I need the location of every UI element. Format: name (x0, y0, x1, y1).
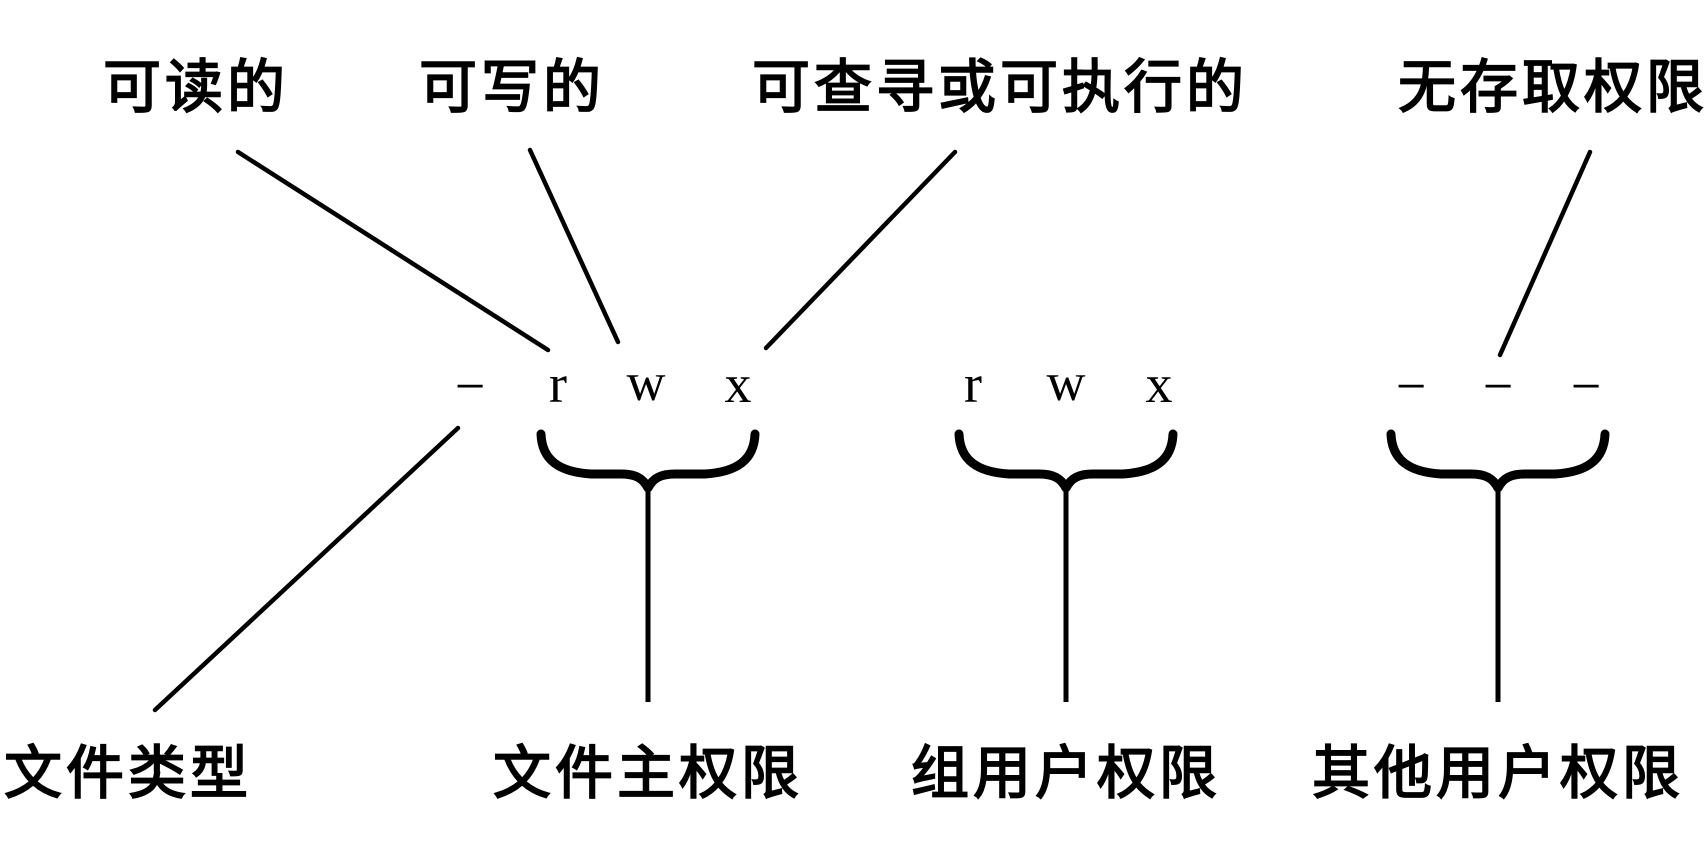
label-searchable-or-executable: 可查寻或可执行的 (751, 55, 1249, 120)
label-owner-permissions: 文件主权限 (492, 741, 804, 806)
label-other-permissions: 其他用户权限 (1311, 741, 1685, 806)
char-other-dash-2: − (1482, 356, 1514, 416)
char-other-dash-1: − (1395, 356, 1427, 416)
label-file-type: 文件类型 (3, 741, 253, 806)
char-group-x: x (1145, 354, 1173, 414)
char-file-type-dash: − (454, 356, 486, 416)
label-writable: 可写的 (418, 55, 606, 120)
connector-no-access-to-dashes (1497, 149, 1593, 358)
char-group-w: w (1046, 352, 1086, 412)
connector-writable-to-w (527, 147, 621, 345)
label-group-permissions: 组用户权限 (910, 741, 1222, 806)
group-bits-brace (954, 429, 1178, 493)
label-no-access: 无存取权限 (1397, 55, 1707, 120)
connector-dash-to-file-type (152, 425, 461, 713)
label-readable: 可读的 (102, 55, 290, 120)
connector-executable-to-x (763, 149, 958, 351)
char-owner-x: x (724, 354, 752, 414)
owner-bits-brace (536, 429, 760, 493)
char-other-dash-3: − (1570, 356, 1602, 416)
other-bits-brace (1386, 429, 1610, 493)
char-owner-r: r (549, 354, 567, 414)
char-owner-w: w (626, 352, 666, 412)
connector-readable-to-r (235, 149, 551, 353)
char-group-r: r (964, 354, 982, 414)
